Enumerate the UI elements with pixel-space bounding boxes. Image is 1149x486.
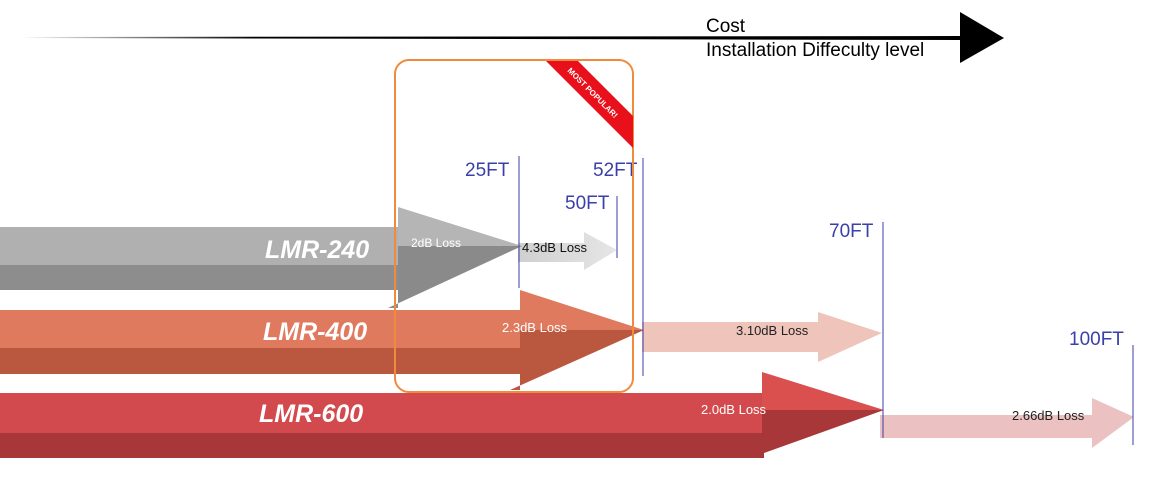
marker-label-25ft: 25FT bbox=[465, 160, 510, 181]
loss-label-lmr-240-seg1: 2dB Loss bbox=[411, 236, 461, 250]
cable-label-lmr-240: LMR-240 bbox=[265, 236, 369, 264]
loss-label-lmr-400-seg1: 2.3dB Loss bbox=[502, 320, 568, 335]
cable-label-lmr-600: LMR-600 bbox=[259, 400, 363, 428]
marker-label-50ft: 50FT bbox=[565, 193, 610, 214]
cable-arrow-lmr-240 bbox=[0, 207, 617, 308]
length-markers bbox=[518, 156, 1134, 445]
loss-label-lmr-600-seg2: 2.66dB Loss bbox=[1012, 408, 1085, 423]
cable-arrow-lmr-400 bbox=[0, 290, 882, 390]
cost-label: Cost bbox=[706, 16, 746, 37]
loss-label-lmr-600-seg1: 2.0dB Loss bbox=[701, 402, 767, 417]
marker-label-100ft: 100FT bbox=[1069, 329, 1124, 350]
axis-line bbox=[20, 36, 960, 40]
lmr-240-segment-2 bbox=[518, 232, 617, 270]
most-popular-ribbon: MOST POPULAR! bbox=[546, 61, 633, 148]
difficulty-label: Installation Diffeculty level bbox=[706, 40, 924, 61]
cost-axis-arrow bbox=[20, 12, 1004, 63]
marker-label-70ft: 70FT bbox=[829, 221, 874, 242]
marker-label-52ft: 52FT bbox=[593, 160, 638, 181]
loss-label-lmr-400-seg2: 3.10dB Loss bbox=[736, 323, 809, 338]
cable-label-lmr-400: LMR-400 bbox=[263, 318, 367, 346]
cable-arrow-lmr-600 bbox=[0, 372, 1134, 458]
most-popular-highlight-box bbox=[394, 59, 634, 393]
lmr-600-segment-2 bbox=[880, 398, 1134, 448]
most-popular-badge-text: MOST POPULAR! bbox=[566, 66, 620, 120]
lmr-400-segment-2 bbox=[642, 312, 882, 362]
axis-arrowhead-icon bbox=[960, 12, 1004, 63]
loss-label-lmr-240-seg2: 4.3dB Loss bbox=[522, 240, 588, 255]
